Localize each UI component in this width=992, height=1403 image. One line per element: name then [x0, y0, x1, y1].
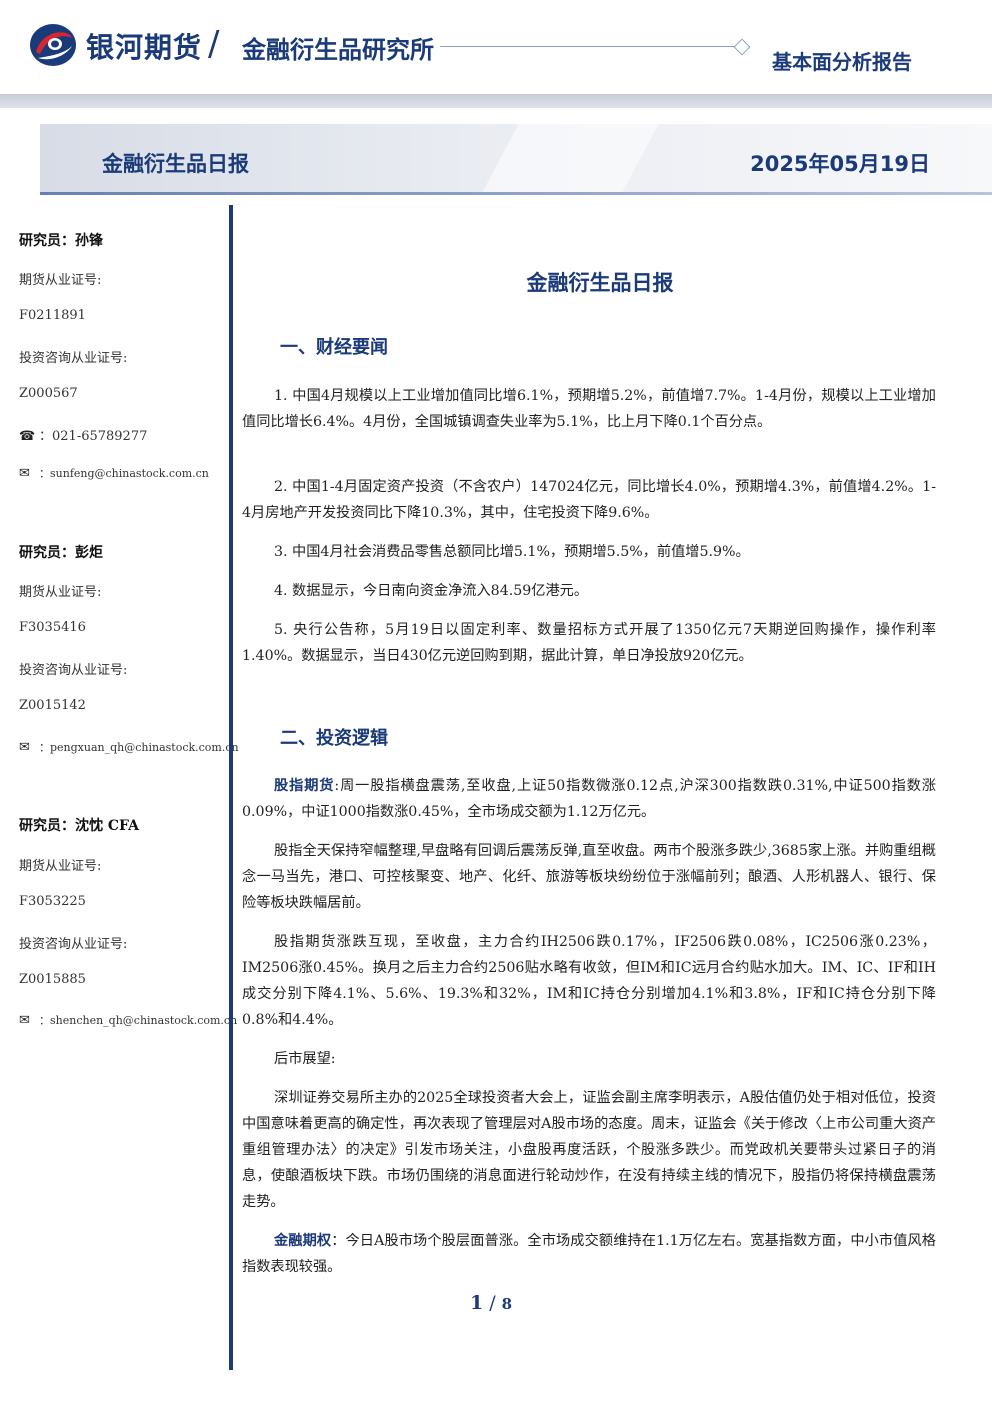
outlook-paragraph: 深圳证券交易所主办的2025全球投资者大会上，证监会副主席李明表示，A股估值仍处…	[242, 1090, 936, 1210]
section-heading-logic: 二、投资逻辑	[280, 728, 388, 749]
title-banner	[40, 124, 992, 194]
total-pages: 8	[501, 1295, 513, 1313]
news-item: 3. 中国4月社会消费品零售总额同比增5.1%，预期增5.5%，前值增5.9%。	[274, 544, 750, 560]
futures-cert-number: F0211891	[19, 308, 86, 323]
analyst-name: 研究员：沈忱 CFA	[19, 818, 139, 834]
stock-futures-text: :周一股指横盘震荡,至收盘,上证50指数微涨0.12点,沪深300指数跌0.31…	[242, 778, 936, 820]
email-line: ✉ ：pengxuan_qh@chinastock.com.cn	[19, 739, 239, 755]
futures-cert-label: 期货从业证号:	[19, 585, 102, 600]
analyst-name: 研究员：孙锋	[19, 233, 103, 249]
email-icon: ✉	[19, 1013, 30, 1028]
section-heading-news: 一、财经要闻	[280, 337, 388, 358]
advisory-cert-number: Z0015885	[19, 972, 86, 987]
page-header: 银河期货 / 金融衍生品研究所 基本面分析报告	[0, 0, 992, 108]
intraday-paragraph: 股指全天保持窄幅整理,早盘略有回调后震荡反弹,直至收盘。两市个股涨多跌少,368…	[242, 843, 936, 911]
options-text: ：今日A股市场个股层面普涨。全市场成交额维持在1.1万亿左右。宽基指数方面，中小…	[242, 1233, 936, 1275]
email-address[interactable]: ：shenchen_qh@chinastock.com.cn	[39, 1014, 238, 1027]
page-number: 1/ 8	[470, 1292, 512, 1314]
advisory-cert-number: Z0015142	[19, 698, 86, 713]
phone-number: ：021-65789277	[39, 429, 148, 444]
news-item: 1. 中国4月规模以上工业增加值同比增6.1%，预期增5.2%，前值增7.7%。…	[242, 388, 936, 430]
news-item: 4. 数据显示，今日南向资金净流入84.59亿港元。	[274, 583, 589, 599]
page-separator: /	[489, 1292, 496, 1314]
diamond-icon	[733, 38, 751, 56]
advisory-cert-label: 投资咨询从业证号:	[19, 351, 128, 366]
advisory-cert-label: 投资咨询从业证号:	[19, 663, 128, 678]
email-address[interactable]: ：sunfeng@chinastock.com.cn	[39, 467, 209, 480]
contracts-paragraph: 股指期货涨跌互现，至收盘，主力合约IH2506跌0.17%，IF2506跌0.0…	[242, 934, 936, 1028]
banner-title: 金融衍生品日报	[102, 152, 249, 176]
brand-separator: /	[208, 24, 220, 64]
stock-futures-paragraph: 股指期货:周一股指横盘震荡,至收盘,上证50指数微涨0.12点,沪深300指数跌…	[242, 773, 936, 825]
options-paragraph: 金融期权：今日A股市场个股层面普涨。全市场成交额维持在1.1万亿左右。宽基指数方…	[242, 1228, 936, 1280]
advisory-cert-label: 投资咨询从业证号:	[19, 937, 128, 952]
futures-cert-number: F3035416	[19, 620, 86, 635]
current-page: 1	[470, 1292, 484, 1314]
news-item: 2. 中国1-4月固定资产投资（不含农户）147024亿元，同比增长4.0%，预…	[242, 479, 936, 521]
advisory-cert-number: Z000567	[19, 386, 78, 401]
header-band	[0, 94, 992, 108]
banner-underline	[40, 192, 992, 195]
header-rule	[440, 46, 736, 47]
document-title: 金融衍生品日报	[526, 271, 674, 295]
email-icon: ✉	[19, 466, 30, 481]
phone-icon: ☎	[19, 429, 36, 444]
stock-futures-label: 股指期货	[274, 778, 335, 794]
brand-name: 银河期货	[86, 31, 203, 64]
futures-cert-number: F3053225	[19, 894, 86, 909]
report-type: 基本面分析报告	[772, 50, 912, 74]
email-address[interactable]: ：pengxuan_qh@chinastock.com.cn	[39, 741, 239, 754]
analyst-name: 研究员：彭炬	[19, 545, 103, 561]
galaxy-futures-logo	[30, 24, 76, 66]
phone-line: ☎：021-65789277	[19, 425, 147, 444]
outlook-label: 后市展望:	[274, 1051, 336, 1067]
options-label: 金融期权	[274, 1233, 332, 1249]
email-icon: ✉	[19, 740, 30, 755]
institute-name: 金融衍生品研究所	[242, 36, 434, 64]
futures-cert-label: 期货从业证号:	[19, 273, 102, 288]
email-line: ✉ ：shenchen_qh@chinastock.com.cn	[19, 1012, 237, 1028]
news-item: 5. 央行公告称，5月19日以固定利率、数量招标方式开展了1350亿元7天期逆回…	[242, 622, 936, 664]
sidebar-divider	[229, 205, 233, 1370]
futures-cert-label: 期货从业证号:	[19, 859, 102, 874]
email-line: ✉ ：sunfeng@chinastock.com.cn	[19, 465, 209, 481]
report-date: 2025年05月19日	[750, 152, 930, 176]
